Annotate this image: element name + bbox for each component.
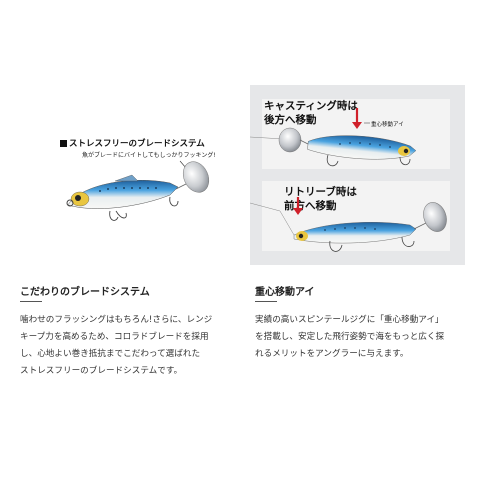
blade-system-figure: ストレスフリーのブレードシステム 魚がブレードにバイトしてもしっかりフッキング!: [20, 95, 230, 245]
casting-label: キャスティング時は 後方へ移動: [264, 100, 358, 126]
callout-subtitle: 魚がブレードにバイトしてもしっかりフッキング!: [82, 152, 216, 159]
blade-system-heading: こだわりのブレードシステム: [20, 287, 150, 298]
weight-eye-heading: 重心移動アイ: [255, 287, 315, 298]
square-bullet-icon: [60, 139, 67, 147]
lure-illustration: [66, 160, 210, 221]
weight-eye-body: 実績の高いスピンテールジグに「重心移動アイ」 を搭載し、安定した飛行姿勢で海をも…: [255, 315, 445, 359]
weight-transfer-illustration: [250, 108, 447, 252]
heading-divider: [20, 301, 42, 302]
heading-divider: [255, 301, 277, 302]
weight-eye-label: 重心移動アイ: [371, 122, 404, 128]
weight-transfer-figure: キャスティング時は 後方へ移動 重心移動アイ リトリーブ時は 前方へ移動: [250, 85, 465, 265]
blade-system-body: 噛わせのフラッシングはもちろん!さらに、レンジ キープ力を高めるため、コロラドブ…: [20, 315, 213, 376]
callout-title: ストレスフリーのブレードシステム: [60, 137, 205, 149]
